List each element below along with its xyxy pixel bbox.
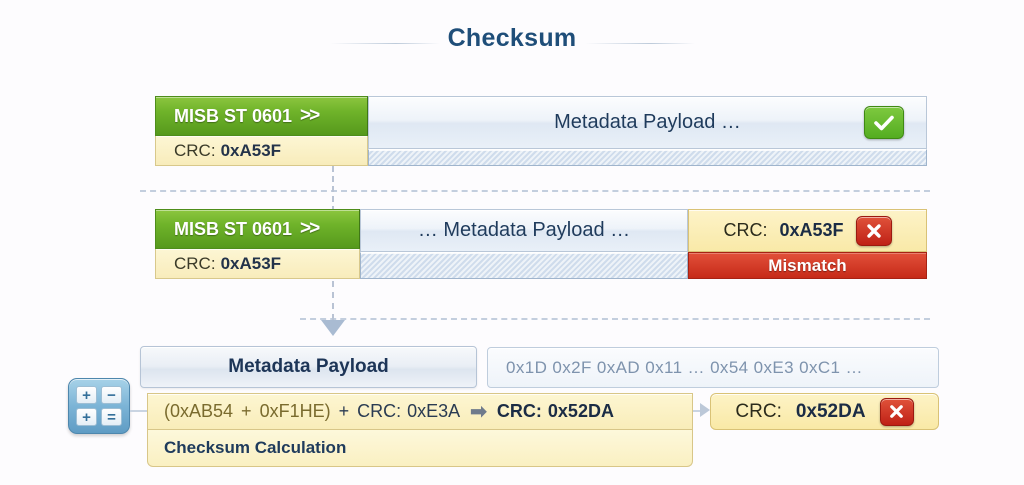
calculator-key-plus-1: + <box>76 386 97 404</box>
crc-strip-1: CRC: 0xA53F <box>155 136 368 166</box>
payload-label-1: Metadata Payload … <box>554 111 741 133</box>
separator-dashed-2 <box>300 318 930 320</box>
detail-payload-label: Metadata Payload <box>228 356 389 377</box>
payload-label-2: … Metadata Payload … <box>417 219 631 241</box>
final-crc-value: 0x52DA <box>795 400 866 422</box>
calculator-key-equals: = <box>101 408 122 426</box>
misb-header-label: MISB ST 0601 <box>174 218 293 239</box>
hex-bytes-value: 0x1D 0x2F 0xAD 0x11 … 0x54 0xE3 0xC1 … <box>506 357 863 377</box>
flow-line-vertical-2 <box>332 281 334 320</box>
chevron-right-icon: >> <box>300 105 320 126</box>
calculator-connector <box>130 410 152 412</box>
title-rule-left <box>330 43 440 44</box>
cross-icon <box>888 403 905 420</box>
chevron-right-icon: >> <box>300 218 320 239</box>
checksum-calculation-caption: Checksum Calculation <box>147 430 693 467</box>
trailer-crc-value: 0xA53F <box>779 220 844 240</box>
crc-label: CRC: <box>174 140 216 160</box>
trailer-crc-box: CRC: 0xA53F <box>688 209 927 252</box>
calc-result-label: CRC: <box>496 401 542 421</box>
final-status-mismatch-button[interactable] <box>879 397 914 426</box>
trailer-crc-label: CRC: <box>723 220 768 240</box>
crc-value: 0xA53F <box>220 253 282 273</box>
misb-header-2[interactable]: MISB ST 0601 >> <box>155 209 360 249</box>
packet-row-valid: MISB ST 0601 >> CRC: 0xA53F Metadata Pay… <box>155 96 927 166</box>
calc-crc-term-value: 0xE3A <box>407 401 461 421</box>
separator-dashed-1 <box>140 190 930 192</box>
calculation-caption-text: Checksum Calculation <box>164 438 347 457</box>
final-crc-result-box: CRC: 0x52DA <box>710 393 939 430</box>
crc-strip-2: CRC: 0xA53F <box>155 249 360 279</box>
status-valid-button-1[interactable] <box>864 106 904 139</box>
check-icon <box>873 114 895 132</box>
calc-crc-term-label: CRC: <box>357 401 402 421</box>
flow-line-vertical-1 <box>332 166 334 212</box>
misb-header-label: MISB ST 0601 <box>174 105 293 126</box>
hex-bytes-box: 0x1D 0x2F 0xAD 0x11 … 0x54 0xE3 0xC1 … <box>487 347 939 388</box>
calc-operator-plus-1: + <box>241 401 252 421</box>
calculator-icon: + − + = <box>68 378 130 434</box>
detail-payload-box: Metadata Payload <box>140 346 477 388</box>
payload-hatch-2 <box>360 252 688 279</box>
packet-row-mismatch: MISB ST 0601 >> CRC: 0xA53F … Metadata P… <box>155 209 927 279</box>
calculator-key-plus-2: + <box>76 408 97 426</box>
cross-icon <box>865 222 883 240</box>
mismatch-label: Mismatch <box>768 255 847 275</box>
page-title: Checksum <box>447 24 577 52</box>
calc-operator-plus-2: + <box>338 401 350 421</box>
payload-bar-2: … Metadata Payload … <box>360 209 688 252</box>
crc-label: CRC: <box>174 253 216 273</box>
result-arrow-right-icon <box>700 403 710 417</box>
misb-header-1[interactable]: MISB ST 0601 >> <box>155 96 368 136</box>
payload-hatch-1 <box>368 149 927 166</box>
crc-value: 0xA53F <box>220 140 282 160</box>
checksum-calculation-row: (0xAB54 + 0xF1HE) + CRC: 0xE3A ➡ CRC: 0x… <box>147 393 693 430</box>
calc-operand-open: (0xAB54 <box>164 401 234 421</box>
status-mismatch-button-2[interactable] <box>855 215 892 246</box>
calc-arrow-right-icon: ➡ <box>470 401 487 423</box>
flow-arrow-down-icon <box>321 320 345 336</box>
calc-operand-two: 0xF1HE) <box>259 401 331 421</box>
calc-result-value: 0x52DA <box>547 401 614 421</box>
title-rule-right <box>585 43 695 44</box>
final-crc-label: CRC: <box>735 400 782 422</box>
mismatch-banner: Mismatch <box>688 252 927 279</box>
calculator-key-minus: − <box>101 386 122 404</box>
payload-bar-1: Metadata Payload … <box>368 96 927 149</box>
